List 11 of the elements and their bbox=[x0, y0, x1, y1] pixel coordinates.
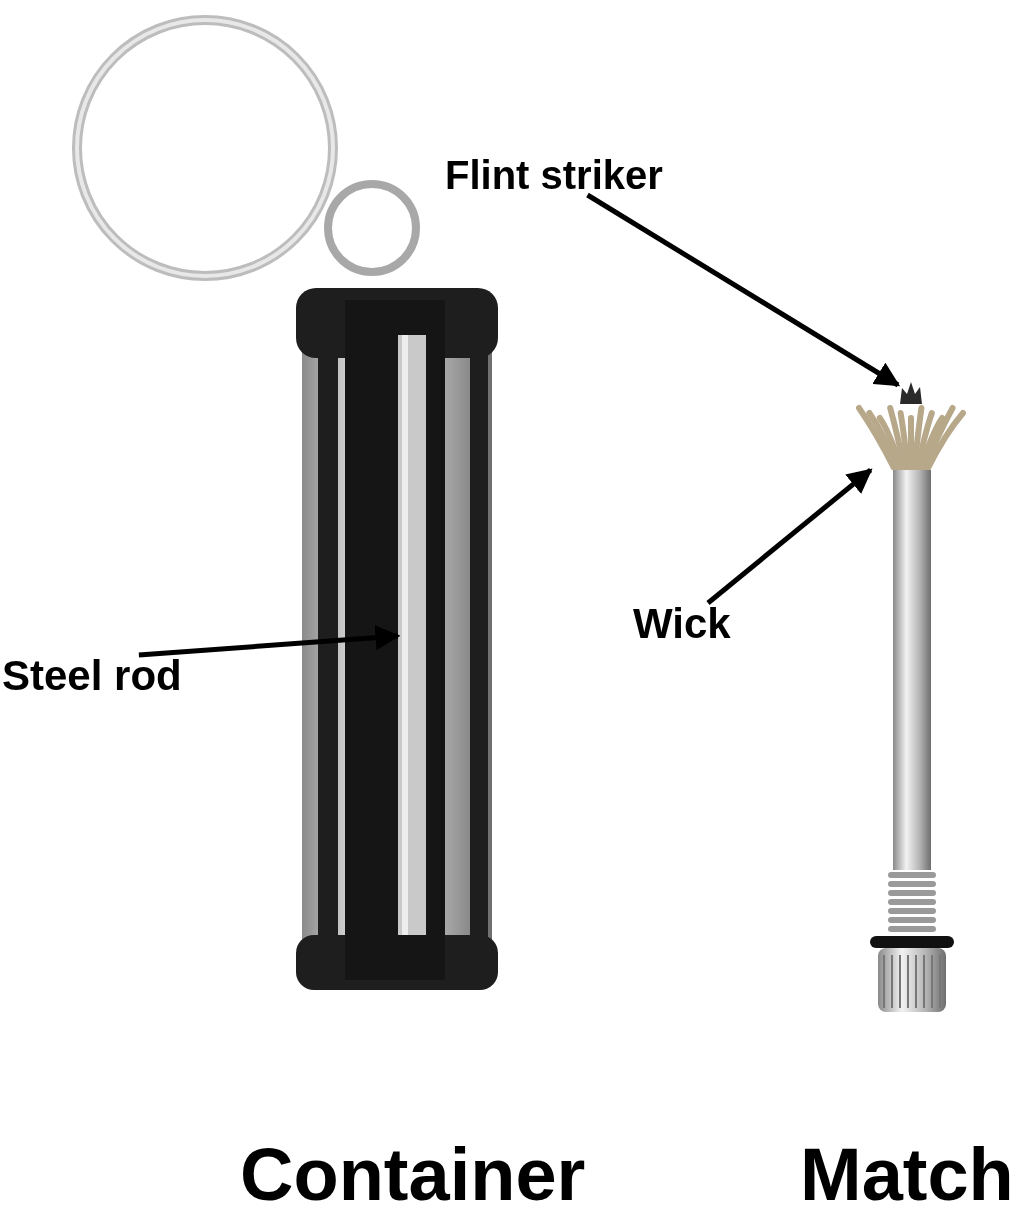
leader-arrow bbox=[138, 625, 401, 658]
part-label: Flint striker bbox=[445, 155, 663, 195]
leader-arrow bbox=[586, 192, 901, 388]
caption-label: Match bbox=[800, 1138, 1014, 1212]
part-label: Steel rod bbox=[2, 655, 182, 697]
leader-arrow bbox=[706, 468, 873, 605]
caption-label: Container bbox=[240, 1138, 586, 1212]
wick-drawing bbox=[855, 404, 967, 470]
steel-rod-drawing bbox=[398, 335, 426, 935]
flint-tip-drawing bbox=[898, 382, 924, 404]
part-label: Wick bbox=[633, 603, 731, 645]
